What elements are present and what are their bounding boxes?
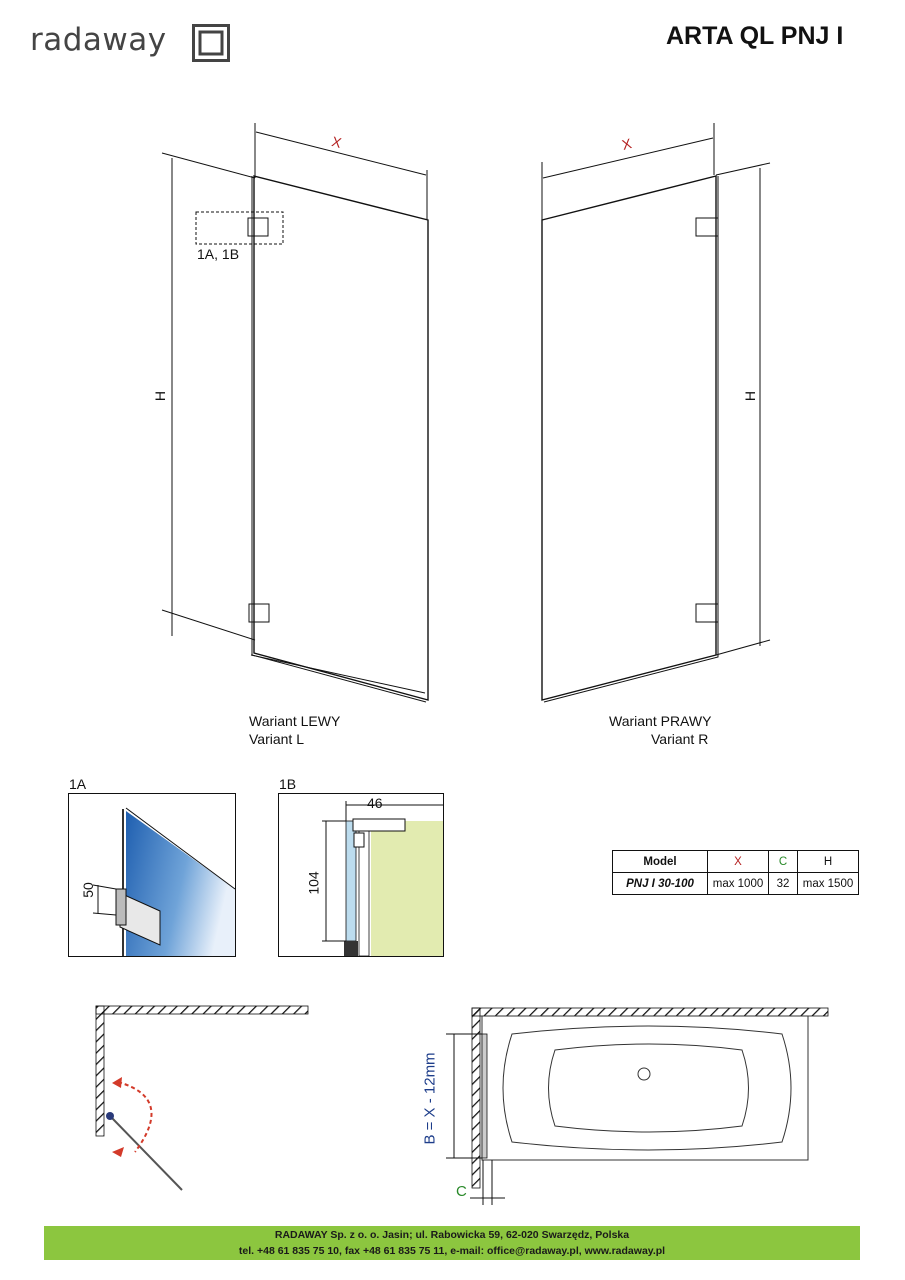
spec-cell-h: max 1500	[797, 872, 859, 895]
brand-square-icon	[192, 24, 230, 62]
spec-cell-x: max 1000	[707, 872, 769, 895]
spec-header-x: X	[707, 850, 769, 873]
variant-right-en: Variant R	[651, 731, 709, 747]
detail-1b-drawing	[278, 793, 444, 957]
footer-bar: RADAWAY Sp. z o. o. Jasin; ul. Rabowicka…	[44, 1226, 860, 1260]
detail-1a-dim: 50	[79, 882, 96, 898]
spec-table-header: Model X C H	[612, 850, 859, 873]
detail-1a-drawing	[68, 793, 236, 957]
variant-right-pl: Wariant PRAWY	[609, 713, 712, 729]
spec-header-h: H	[797, 850, 859, 873]
dim-h-right: H	[742, 390, 759, 402]
detail-reference: 1A, 1B	[197, 246, 240, 262]
plan-drawings	[95, 1005, 829, 1205]
c-label: C	[456, 1183, 467, 1200]
variant-left-en: Variant L	[249, 731, 304, 747]
b-formula: B = X - 12mm	[421, 1052, 439, 1145]
variant-left-pl: Wariant LEWY	[249, 713, 341, 729]
spec-cell-model: PNJ I 30-100	[612, 872, 708, 895]
brand-logo: radaway	[30, 22, 167, 58]
detail-1a-label: 1A	[69, 776, 87, 792]
elevation-drawings	[161, 123, 771, 703]
page-title: ARTA QL PNJ I	[666, 22, 844, 50]
spec-table: Model X C H PNJ I 30-100 max 1000 32 max…	[612, 850, 859, 895]
footer-address: RADAWAY Sp. z o. o. Jasin; ul. Rabowicka…	[274, 1229, 630, 1241]
spec-header-c: C	[768, 850, 798, 873]
spec-header-model: Model	[612, 850, 708, 873]
detail-1b-dim-height: 104	[305, 871, 322, 895]
dim-h-left: H	[152, 390, 169, 402]
table-row: PNJ I 30-100 max 1000 32 max 1500	[612, 872, 859, 895]
brand-name: radaway	[30, 22, 167, 58]
detail-1b-dim-width: 46	[367, 795, 383, 811]
footer-contact: tel. +48 61 835 75 10, fax +48 61 835 75…	[238, 1245, 666, 1257]
spec-cell-c: 32	[768, 872, 798, 895]
detail-1b-label: 1B	[279, 776, 297, 792]
